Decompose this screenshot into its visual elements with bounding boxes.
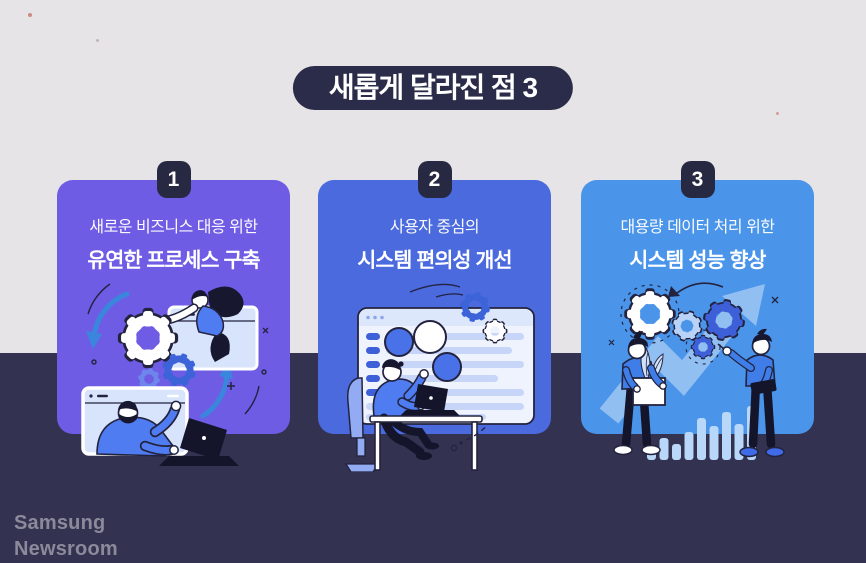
- feature-card-3: 3 대용량 데이터 처리 위한 시스템 성능 향상: [581, 161, 814, 460]
- paper-speckle: [776, 112, 779, 115]
- paper-speckle: [96, 39, 99, 42]
- card-subtitle: 사용자 중심의: [389, 219, 480, 236]
- card-title: 유연한 프로세스 구축: [87, 249, 260, 272]
- page-title-badge: 새롭게 달라진 점 3: [292, 66, 574, 110]
- samsung-newsroom-logo: Samsung Newsroom: [14, 511, 118, 562]
- card-subtitle: 새로운 비즈니스 대응 위한: [89, 219, 258, 236]
- feature-card-2: 2 사용자 중심의 시스템 편의성 개선: [318, 161, 551, 472]
- card-number-badge: 1: [156, 161, 191, 198]
- card-number-badge: 2: [417, 161, 452, 198]
- paper-speckle: [28, 13, 32, 17]
- card-subtitle: 대용량 데이터 처리 위한: [620, 219, 775, 236]
- card-title: 시스템 성능 향상: [629, 249, 766, 272]
- brand-line-1: Samsung: [14, 512, 106, 534]
- card-number-badge: 3: [680, 161, 715, 198]
- feature-card-1: 1 새로운 비즈니스 대응 위한 유연한 프로세스 구축: [57, 161, 290, 466]
- card-title: 시스템 편의성 개선: [357, 249, 512, 272]
- page-title: 새롭게 달라진 점 3: [328, 72, 538, 103]
- brand-line-2: Newsroom: [14, 537, 118, 560]
